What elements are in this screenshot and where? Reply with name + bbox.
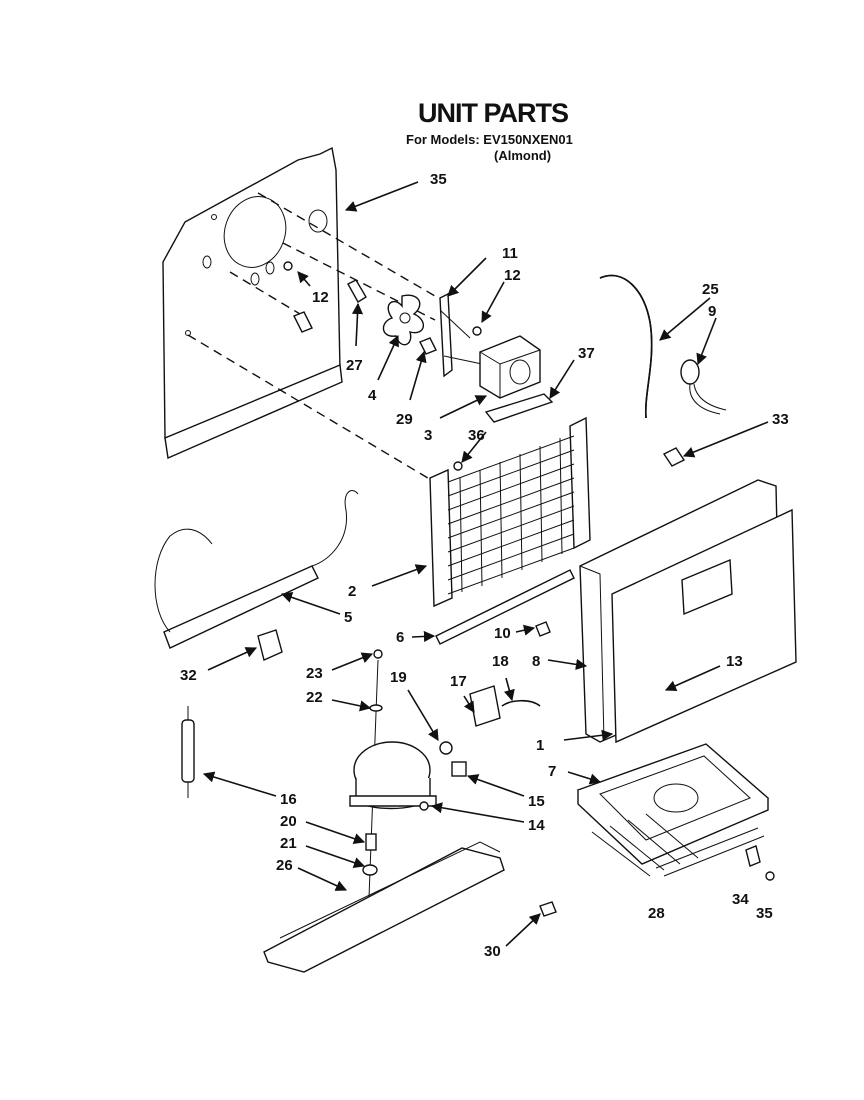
- defrost-thermostat-part: [680, 359, 727, 415]
- connector-part: [662, 447, 686, 467]
- drain-tube-part: [599, 274, 653, 419]
- callout-13: 13: [726, 653, 743, 670]
- callout-28: 28: [648, 905, 665, 922]
- callout-32: 33: [772, 411, 789, 428]
- callout-16: 16: [280, 791, 297, 808]
- callout-30: 30: [484, 943, 501, 960]
- fan-motor-part: [479, 335, 541, 399]
- grommet-part: [419, 337, 437, 355]
- access-panel-part: [611, 508, 797, 744]
- callout-18: 18: [492, 653, 509, 670]
- callout-34: 34: [732, 891, 749, 908]
- motor-mount-part: [484, 393, 554, 423]
- evaporator-part: [429, 416, 591, 608]
- condenser-part: [591, 813, 775, 881]
- callout-1: 1: [536, 737, 544, 754]
- callout-11: 11: [502, 245, 518, 262]
- defrost-heater-part: [154, 490, 359, 649]
- fan-blade-part: [382, 294, 424, 346]
- drain-pan-part: [576, 743, 770, 865]
- callout-37: 37: [578, 345, 595, 362]
- callout-12-left: 12: [312, 289, 329, 306]
- filter-drier-part: [181, 706, 195, 798]
- callout-3: 3: [424, 427, 432, 444]
- callout-10: 10: [494, 625, 511, 642]
- callout-6: 6: [396, 629, 404, 646]
- callout-15: 15: [528, 793, 545, 810]
- clip-part: [535, 621, 551, 637]
- relay-part: [257, 629, 283, 661]
- diagram-title: UNIT PARTS: [418, 98, 569, 128]
- callout-8: 8: [532, 653, 540, 670]
- callout-29: 29: [396, 411, 413, 428]
- callout-22: 22: [306, 689, 323, 706]
- callout-33: 35: [430, 171, 447, 188]
- callout-4: 4: [368, 387, 377, 404]
- models-line: For Models: EV150NXEN01: [406, 132, 573, 147]
- callout-25: 25: [702, 281, 719, 298]
- rear-panel-part: [162, 146, 343, 460]
- leader-lines: [202, 181, 769, 947]
- callout-19: 19: [390, 669, 407, 686]
- fasteners-part: [283, 261, 482, 336]
- callout-7: 7: [548, 763, 556, 780]
- terminal-part: [469, 685, 501, 727]
- compressor-part: [349, 741, 467, 811]
- callout-23: 23: [306, 665, 323, 682]
- callout-26: 26: [276, 857, 293, 874]
- callout-labels: 35 11 12 12 27 4 29 3 36 37 25 9 33 2 5 …: [180, 171, 789, 960]
- callout-5: 5: [344, 609, 352, 626]
- callout-20: 20: [280, 813, 297, 830]
- fan-bracket-part: [439, 292, 483, 378]
- callout-21: 21: [280, 835, 297, 852]
- callout-12-right: 12: [504, 267, 521, 284]
- callout-35: 35: [756, 905, 773, 922]
- callout-2: 2: [348, 583, 356, 600]
- callout-36: 36: [468, 427, 485, 444]
- color-line: (Almond): [494, 148, 552, 163]
- callout-31: 32: [180, 667, 197, 684]
- callout-17: 17: [450, 673, 467, 690]
- callout-14: 14: [528, 817, 545, 834]
- defrost-channel-part: [435, 569, 575, 645]
- callout-9: 9: [708, 303, 716, 320]
- callout-27: 27: [346, 357, 363, 374]
- base-plate-part: [263, 841, 557, 973]
- terminal-clip-part: [501, 699, 541, 707]
